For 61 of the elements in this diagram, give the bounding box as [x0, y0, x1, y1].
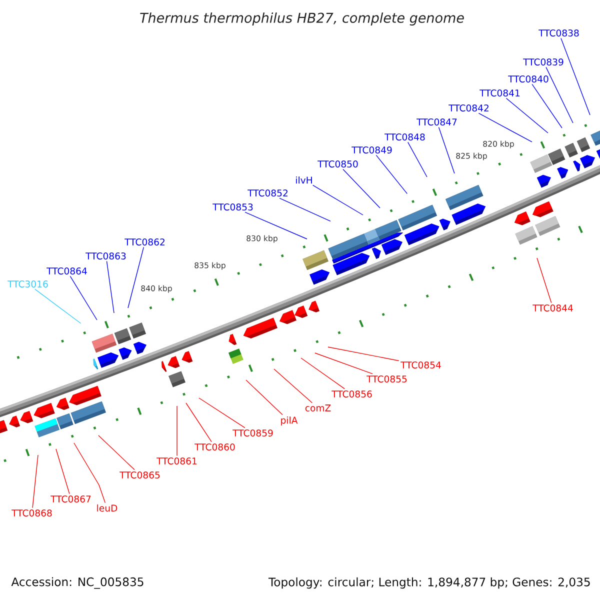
leader-line: [176, 406, 178, 456]
footer-text: Accession: NC_005835: [11, 577, 144, 589]
gene-label: TTC0840: [508, 75, 548, 82]
gene-label: TTC0860: [194, 443, 235, 450]
leader-line: [328, 346, 400, 362]
gene-label: leuD: [97, 504, 118, 512]
leader-line: [536, 258, 552, 304]
diagram-title: Thermus thermophilus HB27, complete genome: [140, 12, 464, 26]
leader-line: [342, 168, 380, 208]
leader-line: [532, 84, 562, 128]
gene-label: TTC0838: [538, 29, 579, 36]
leader-line: [128, 246, 144, 308]
gene-label: TTC0868: [12, 509, 52, 516]
gene-label: TTC0839: [523, 58, 564, 66]
gene-label: TTC0853: [212, 203, 253, 210]
gene-label: TTC0842: [448, 104, 488, 112]
gene-label: ilvH: [296, 176, 312, 184]
leader-line: [198, 398, 246, 428]
leader-line: [314, 352, 373, 374]
leader-line: [34, 288, 82, 324]
gene-label: TTC0865: [120, 471, 160, 478]
gene-label: TTC0862: [124, 238, 164, 246]
gene-label: TTC0861: [156, 457, 197, 464]
leader-line: [560, 38, 590, 116]
gene-label: comZ: [305, 404, 331, 412]
leader-line: [274, 368, 313, 404]
leader-line: [56, 448, 70, 494]
gene-label: TTC0864: [46, 267, 87, 274]
leader-line: [74, 442, 106, 504]
leader-line: [279, 198, 331, 222]
gene-label: TTC0856: [332, 390, 372, 398]
leader-line: [312, 184, 364, 216]
gene-label: TTC0854: [400, 361, 441, 368]
leader-line: [98, 435, 135, 470]
gene-label: TTC0850: [318, 160, 358, 168]
leader-line: [506, 98, 548, 134]
leader-line: [376, 154, 408, 194]
leader-line: [246, 380, 283, 416]
gene-label: TTC0863: [86, 252, 126, 260]
gene-label: TTC0848: [384, 133, 425, 140]
gene-label: TTC0855: [366, 375, 407, 382]
leader-line: [300, 358, 345, 390]
leader-line: [546, 66, 574, 124]
gene-label: TTC0849: [352, 146, 392, 154]
leader-line: [244, 212, 308, 240]
gene-label: TTC0844: [532, 304, 573, 312]
gene-label: TTC0852: [248, 189, 288, 196]
gene-label: pilA: [281, 416, 298, 426]
leader-line: [438, 126, 455, 174]
gene-label: TTC0859: [232, 429, 273, 436]
footer-text: Topology: circular; Length: 1,894,877 bp; Genes: 2,035: [268, 577, 590, 589]
leader-line: [70, 276, 98, 320]
gene-label: TTC0867: [50, 495, 91, 502]
leader-line: [186, 402, 212, 442]
leader-line: [106, 260, 114, 314]
leader-line: [32, 454, 38, 508]
gene-label: TTC0841: [480, 89, 520, 96]
gene-label: TTC0847: [416, 118, 457, 126]
leader-line: [478, 112, 532, 142]
gene-label: TTC3016: [8, 280, 48, 288]
leader-line: [408, 142, 428, 178]
